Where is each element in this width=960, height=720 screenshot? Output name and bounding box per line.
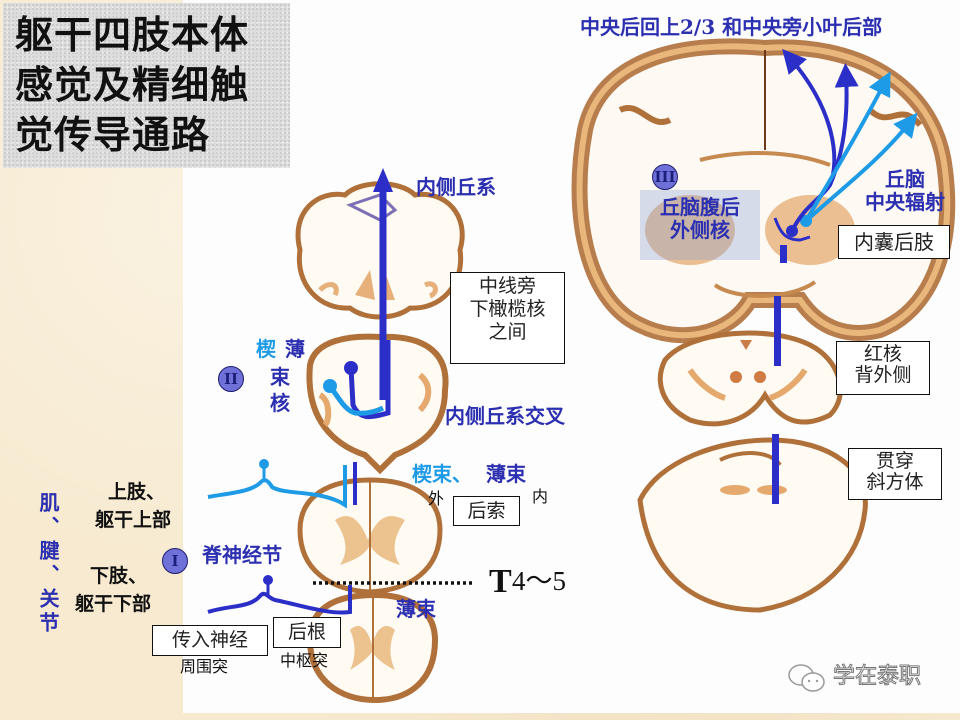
- thalamocortical-label: 丘脑 中央辐射: [855, 168, 955, 214]
- wechat-icon: [788, 664, 825, 692]
- midbrain-section: [657, 330, 843, 427]
- arrowhead-up-icon: [373, 168, 393, 192]
- title-box: 躯干四肢本体 感觉及精细触 觉传导通路: [3, 3, 290, 168]
- second-neuron-light: [327, 384, 385, 416]
- nucleus-suffix-2: 核: [270, 391, 290, 415]
- red-nucleus-line-1: 红核: [863, 343, 902, 365]
- lower-limb-line-2: 躯干下部: [75, 593, 152, 615]
- spinal-ganglion-upper: [259, 459, 269, 469]
- gracile-fasciculus-label-lower: 薄束: [396, 597, 436, 621]
- olive-box-line-2: 下橄榄核: [469, 297, 546, 320]
- posterior-root-box: 后根: [273, 617, 341, 648]
- lemniscus-segment-midbrain: [774, 296, 781, 366]
- gracile-fasciculus-label-upper: 薄束: [486, 462, 526, 486]
- olive-box-line-1: 中线旁: [478, 275, 536, 297]
- upper-limb-line-1: 上肢、: [108, 481, 166, 503]
- watermark: 学在泰职: [787, 662, 927, 696]
- decussation-label: 内侧丘系交叉: [445, 404, 565, 428]
- neuron-first-badge: I: [162, 548, 188, 574]
- thalamus-nucleus-label: 丘脑腹后 外侧核: [650, 196, 750, 242]
- posterior-funiculus-box: 后索: [453, 496, 520, 526]
- level-T-label: T: [489, 563, 512, 600]
- peripheral-process-label: 周围突: [180, 657, 229, 676]
- title-line-1: 躯干四肢本体: [15, 13, 250, 57]
- lemniscus-segment-thalamus: [780, 245, 787, 263]
- cuneate-nucleus-label: 楔: [256, 337, 276, 361]
- cuneate-fasciculus-label: 楔束、: [412, 462, 472, 486]
- level-range-label: 4～5: [512, 566, 566, 596]
- red-nucleus-line-2: 背外侧: [854, 364, 912, 386]
- title-line-3: 觉传导通路: [15, 113, 211, 157]
- olive-box-line-3: 之间: [488, 320, 527, 343]
- thalamocortical-line-1: 丘脑: [885, 167, 925, 191]
- central-process-label: 中枢突: [280, 651, 329, 670]
- lemniscus-segment-pons: [772, 434, 779, 504]
- medial-label: 内: [532, 487, 549, 506]
- olive-position-box: 中线旁 下橄榄核 之间: [450, 272, 565, 364]
- red-nucleus-box: 红核 背外侧: [836, 341, 930, 395]
- first-neuron-lower-fiber: [207, 585, 352, 615]
- spinal-ganglion-lower: [263, 575, 273, 585]
- nucleus-suffix-1: 束: [270, 365, 290, 389]
- medial-lemniscus-label: 内侧丘系: [416, 175, 496, 199]
- spinal-ganglion-label: 脊神经节: [202, 543, 282, 567]
- watermark-text: 学在泰职: [832, 663, 922, 689]
- spinal-cord-cervical: [297, 477, 443, 595]
- second-neuron-dark: [348, 340, 391, 420]
- neuron-third-badge: III: [652, 164, 678, 190]
- trapezoid-line-2: 斜方体: [866, 471, 924, 493]
- thalamus-nucleus-line-1: 丘脑腹后: [660, 195, 740, 219]
- trapezoid-line-1: 贯穿: [875, 450, 914, 472]
- trapezoid-body-box: 贯穿 斜方体: [848, 448, 942, 500]
- cortex-target-label: 中央后回上2/3 和中央旁小叶后部: [580, 15, 883, 39]
- afferent-nerve-box: 传入神经: [152, 625, 268, 656]
- thalamocortical-line-2: 中央辐射: [865, 190, 945, 214]
- lower-limb-line-1: 下肢、: [90, 565, 148, 587]
- internal-capsule-box: 内囊后肢: [838, 225, 950, 259]
- gracile-nucleus-label: 薄: [285, 337, 305, 361]
- title-line-2: 感觉及精细触: [15, 63, 250, 107]
- medulla-lower-section: [306, 333, 449, 475]
- upper-limb-line-2: 躯干上部: [95, 509, 172, 531]
- receptors-label: 肌、腱、关节: [36, 492, 60, 636]
- neuron-second-badge: II: [218, 366, 244, 392]
- lateral-label: 外: [428, 489, 445, 508]
- first-neuron-upper-fiber: [207, 465, 347, 509]
- thalamus-nucleus-line-2: 外侧核: [670, 218, 730, 242]
- spinal-cord-thoracic: [306, 591, 439, 704]
- pons-section: [637, 437, 868, 613]
- brain-section: [571, 38, 956, 344]
